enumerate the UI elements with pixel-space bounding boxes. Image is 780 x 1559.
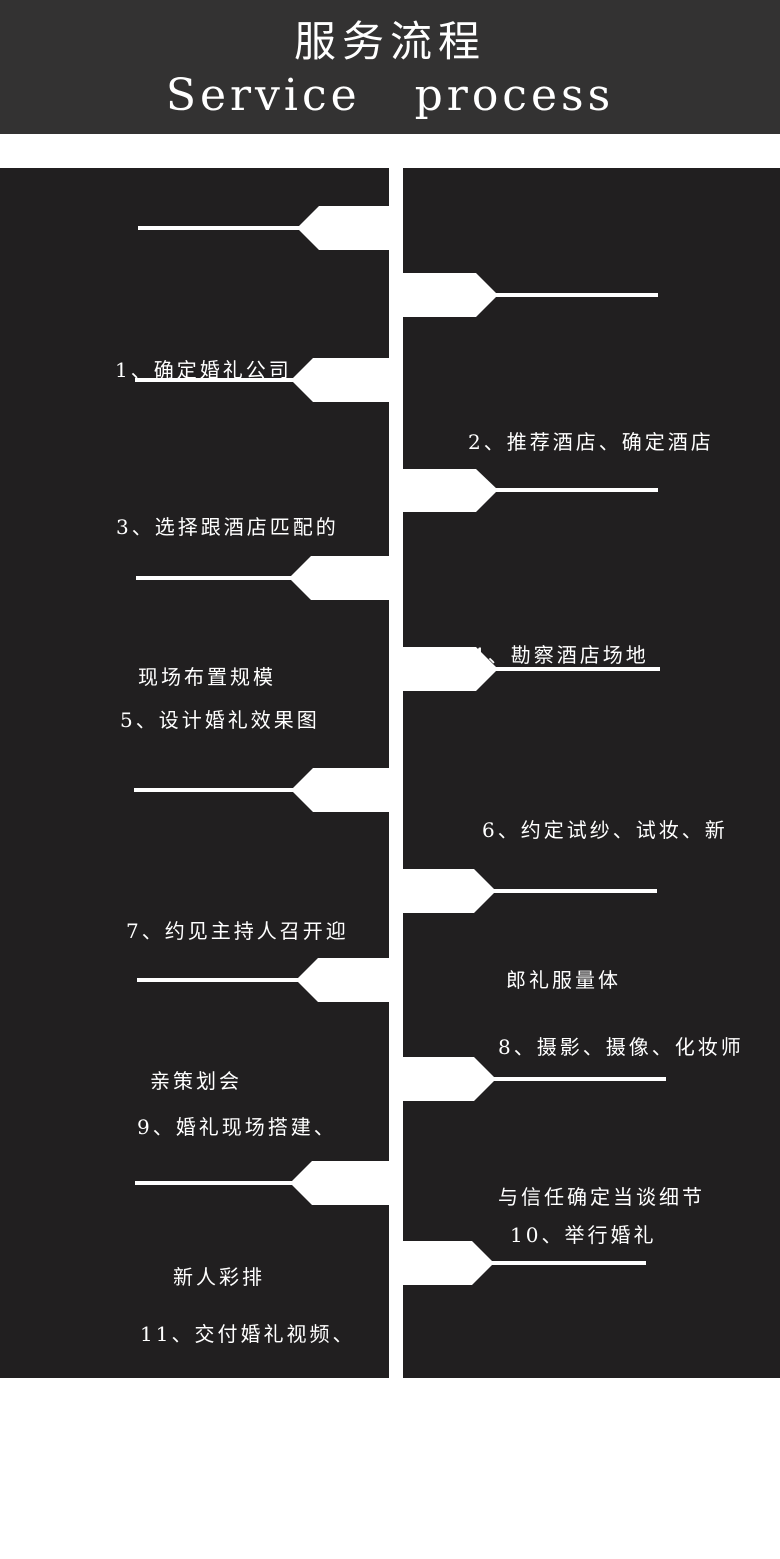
timeline-connectors	[134, 206, 666, 1285]
connector-3	[135, 358, 389, 402]
connector-6	[403, 647, 660, 691]
connector-11	[135, 1161, 389, 1205]
step-8-line1: 8、摄影、摄像、化妆师	[498, 1035, 744, 1059]
step-7: 7、约见主持人召开迎 亲策划会	[126, 806, 349, 1156]
step-3-line1: 3、选择跟酒店匹配的	[116, 515, 339, 539]
step-8: 8、摄影、摄像、化妆师 与信任确定当谈细节	[498, 922, 744, 1272]
page-title: 服务流程	[293, 17, 486, 66]
page-subtitle: Service process	[165, 70, 615, 121]
step-1: 1、确定婚礼公司	[115, 245, 292, 445]
step-5: 5、设计婚礼效果图	[120, 595, 320, 795]
connector-12	[403, 1241, 646, 1285]
step-11-line1: 11、交付婚礼视频、	[140, 1322, 356, 1346]
step-6-line1: 6、约定试纱、试妆、新	[482, 818, 728, 842]
step-11: 11、交付婚礼视频、 照片资料	[140, 1209, 355, 1559]
connector-1	[138, 206, 389, 250]
connector-9	[137, 958, 389, 1002]
step-5-line1: 5、设计婚礼效果图	[120, 708, 320, 732]
step-10-line1: 10、举行婚礼	[510, 1223, 657, 1247]
step-3: 3、选择跟酒店匹配的 现场布置规模	[116, 402, 339, 752]
connector-2	[403, 273, 658, 317]
step-9-line1: 9、婚礼现场搭建、	[137, 1115, 337, 1139]
step-3-line2: 现场布置规模	[138, 665, 276, 689]
connector-4	[403, 469, 658, 512]
step-2-line1: 2、推荐酒店、确定酒店	[468, 430, 714, 454]
step-9-line2: 新人彩排	[173, 1265, 265, 1289]
step-6-line2: 郎礼服量体	[506, 968, 621, 992]
page-header: 服务流程 Service process	[0, 0, 780, 134]
step-7-line2: 亲策划会	[150, 1069, 242, 1093]
step-4-line1: 4、勘察酒店场地	[472, 643, 649, 667]
step-9: 9、婚礼现场搭建、 新人彩排	[137, 1002, 337, 1352]
step-12-line1: 12、婚礼存档	[513, 1385, 660, 1409]
step-12: 12、婚礼存档	[513, 1272, 659, 1472]
step-2: 2、推荐酒店、确定酒店	[468, 317, 714, 517]
timeline-right-panel	[403, 168, 780, 1378]
connector-10	[403, 1057, 666, 1101]
step-4: 4、勘察酒店场地	[472, 530, 649, 730]
step-8-line2: 与信任确定当谈细节	[498, 1185, 705, 1209]
step-6: 6、约定试纱、试妆、新 郎礼服量体	[482, 705, 728, 1055]
step-7-line1: 7、约见主持人召开迎	[126, 919, 349, 943]
connector-7	[134, 768, 389, 812]
connector-8	[403, 869, 657, 913]
step-11-line2: 照片资料	[198, 1472, 290, 1496]
step-1-line1: 1、确定婚礼公司	[115, 358, 292, 382]
step-10: 10、举行婚礼	[510, 1110, 656, 1310]
connector-5	[136, 556, 389, 600]
